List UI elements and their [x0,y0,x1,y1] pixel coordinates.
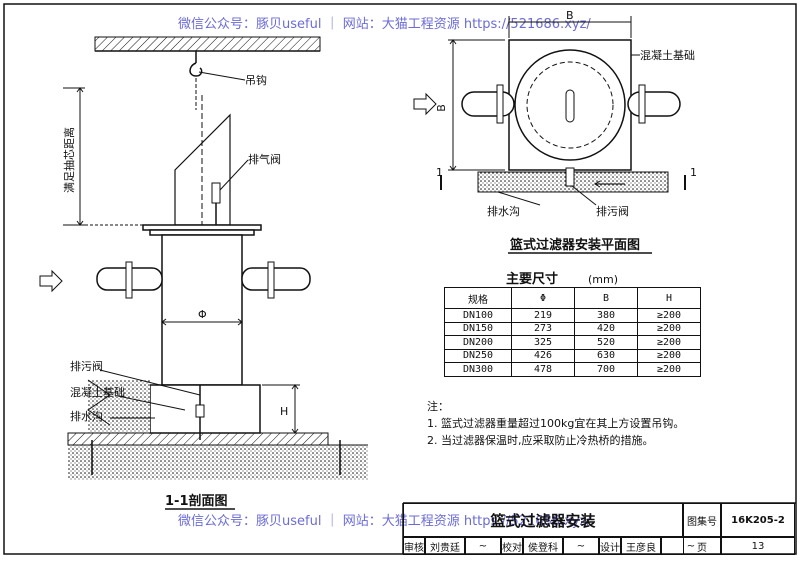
hook-icon [189,62,203,77]
cell-b: 630 [574,348,638,363]
check-label: 校对 [501,537,523,555]
plan-label-b-horizontal: B [566,9,574,22]
cell-b: 420 [574,321,638,336]
header-spec: 规格 [444,287,512,309]
section-mark-right: 1 [690,166,697,179]
section-view-title: 1-1剖面图 [165,493,228,509]
label-hook: 吊钩 [245,73,267,87]
vent-valve-icon [211,182,221,204]
plan-view: B B 混凝土基础 排水沟 排污阀 1 1 篮式过滤器安装平面图 [413,9,697,254]
page-label: 页 [683,537,721,555]
cell-spec: DN100 [444,308,512,323]
label-drain-ditch-section: 排水沟 [70,409,103,423]
dimensions-unit: (mm) [588,273,618,286]
section-view: 吊钩 满足抽芯距离 排气阀 Φ [39,36,368,510]
header-phi: Φ [511,287,575,309]
table-row: DN150 273 420 ≥200 [444,321,701,336]
plan-label-b-vertical: B [435,104,448,112]
reviewer-signature: ~ [465,537,501,555]
dimensions-title: 主要尺寸 [506,271,558,287]
atlas-label: 图集号 [683,503,721,537]
plan-view-title: 篮式过滤器安装平面图 [509,237,640,253]
notes-heading: 注： [427,400,449,413]
note-item-1: 1. 篮式过滤器重量超过100kg宜在其上方设置吊钩。 [427,417,685,430]
concrete-base [149,384,261,434]
plan-label-drain-ditch: 排水沟 [487,204,520,218]
table-row: DN300 478 700 ≥200 [444,362,701,377]
cell-spec: DN300 [444,362,512,377]
cell-h: ≥200 [637,348,701,363]
label-drain-valve-section: 排污阀 [70,359,103,373]
label-vent-valve: 排气阀 [248,152,281,166]
filter-body [161,234,243,386]
plan-flow-arrow-icon [413,92,437,116]
designer-name: 王彦良 [621,537,661,555]
drain-ditch-hatch [88,380,150,433]
sheet-border [3,3,797,555]
table-row: DN200 325 520 ≥200 [444,335,701,350]
header-b: B [574,287,638,309]
cell-h: ≥200 [637,308,701,323]
ceiling-slab [94,36,321,52]
design-label: 设计 [599,537,621,555]
cell-phi: 478 [511,362,575,377]
plan-outlet-pipe [627,91,681,117]
cell-spec: DN150 [444,321,512,336]
review-label: 审核 [403,537,425,555]
drawing-title: 篮式过滤器安装 [403,503,683,537]
checker-signature: ~ [563,537,599,555]
section-mark-left: 1 [436,166,443,179]
atlas-no: 16K205-2 [721,503,795,537]
plan-drain-valve-icon [565,167,575,187]
reviewer-name: 刘贵廷 [425,537,465,555]
title-block: 篮式过滤器安装 图集号 16K205-2 审核 刘贵廷 ~ 校对 侯登科 ~ 设… [403,503,795,555]
table-row: DN100 219 380 ≥200 [444,308,701,323]
label-phi: Φ [198,308,207,321]
drain-valve-icon [195,404,205,418]
watermark-top: 微信公众号：豚贝useful ｜ 网站：大猫工程资源 https://52168… [178,17,591,32]
table-header-row: 规格 Φ B H [444,287,701,309]
cell-h: ≥200 [637,321,701,336]
outlet-pipe [241,267,311,291]
plan-cover-handle [565,89,575,123]
cell-b: 700 [574,362,638,377]
cell-b: 380 [574,308,638,323]
cell-b: 520 [574,335,638,350]
cell-phi: 273 [511,321,575,336]
plan-label-concrete-base: 混凝土基础 [640,48,695,62]
cell-spec: DN250 [444,348,512,363]
flow-arrow-icon [39,269,63,293]
label-concrete-base-section: 混凝土基础 [70,385,125,399]
cell-phi: 325 [511,335,575,350]
header-h: H [637,287,701,309]
dimensions-table: 规格 Φ B H DN100 219 380 ≥200 DN150 273 42… [444,287,701,377]
ground-fill [68,445,368,480]
note-item-2: 2. 当过滤器保温时,应采取防止冷热桥的措施。 [427,434,654,447]
watermark-bottom: 微信公众号：豚贝useful ｜ 网站：大猫工程资源 https://52168… [178,514,591,529]
cell-h: ≥200 [637,362,701,377]
floor-slab [67,432,329,446]
label-clearance: 满足抽芯距离 [62,127,76,193]
cell-phi: 426 [511,348,575,363]
plan-label-drain-valve: 排污阀 [596,204,629,218]
cell-phi: 219 [511,308,575,323]
cell-spec: DN200 [444,335,512,350]
table-row: DN250 426 630 ≥200 [444,348,701,363]
cell-h: ≥200 [637,335,701,350]
page-no: 13 [721,537,795,555]
label-h: H [280,405,288,418]
notes: 注： 1. 篮式过滤器重量超过100kg宜在其上方设置吊钩。 2. 当过滤器保温… [427,398,684,449]
checker-name: 侯登科 [523,537,563,555]
plan-inlet-pipe [461,91,515,117]
